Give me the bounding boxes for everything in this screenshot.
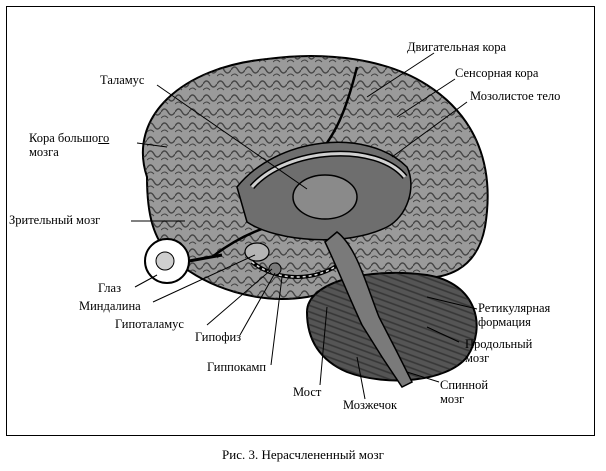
label-cerebral-cortex-part2: мозга [29, 145, 59, 159]
label-corpus-callosum: Мозолистое тело [470, 89, 561, 103]
label-hypothalamus: Гипоталамус [115, 317, 184, 331]
label-pons: Мост [293, 385, 322, 399]
label-hippocampus: Гиппокамп [207, 360, 267, 374]
label-sensory-cortex: Сенсорная кора [455, 66, 539, 80]
label-spinal-cord: Спинной мозг [440, 378, 489, 406]
label-medulla: Продольный мозг [465, 337, 533, 365]
figure-caption: Рис. 3. Нерасчлененный мозг [222, 447, 384, 462]
label-eye: Глаз [98, 281, 122, 295]
leader-lines [131, 52, 478, 400]
label-cerebral-cortex-underlined: го [98, 131, 110, 145]
label-motor-cortex: Двигательная кора [407, 40, 507, 54]
label-reticular-formation: Ретикулярная формация [478, 301, 551, 329]
label-cerebral-cortex-part1: Кора большо [29, 131, 99, 145]
figure-frame: Двигательная кора Сенсорная кора Мозолис… [6, 6, 595, 436]
brain-illustration: Двигательная кора Сенсорная кора Мозолис… [9, 40, 561, 412]
brainstem [324, 231, 414, 388]
label-cerebral-cortex: Кора большого мозга [29, 131, 109, 159]
label-cerebellum: Мозжечок [343, 398, 398, 412]
label-visual-brain: Зрительный мозг [9, 213, 101, 227]
eye [144, 238, 223, 284]
inner-structures [236, 141, 412, 279]
label-pituitary: Гипофиз [195, 330, 242, 344]
label-thalamus: Таламус [100, 73, 145, 87]
label-amygdala: Миндалина [79, 299, 141, 313]
